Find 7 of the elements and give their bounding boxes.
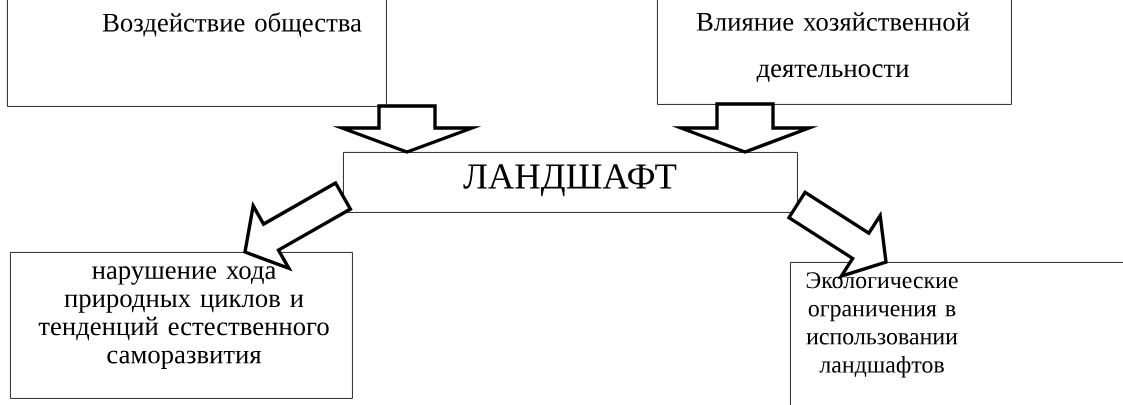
- text-box: Воздействие общества: [7, 0, 387, 107]
- text-box: Влияние хозяйственной деятельности: [657, 0, 1012, 105]
- block-arrow: [671, 102, 819, 154]
- text-box: ЛАНДШАФТ: [343, 152, 798, 213]
- text-box: Экологические ограничения в использовании ландшафтов: [790, 262, 1123, 405]
- text-box: нарушение хода природных циклов и тенденций естественного саморазвития: [10, 252, 353, 399]
- block-arrow: [332, 104, 482, 154]
